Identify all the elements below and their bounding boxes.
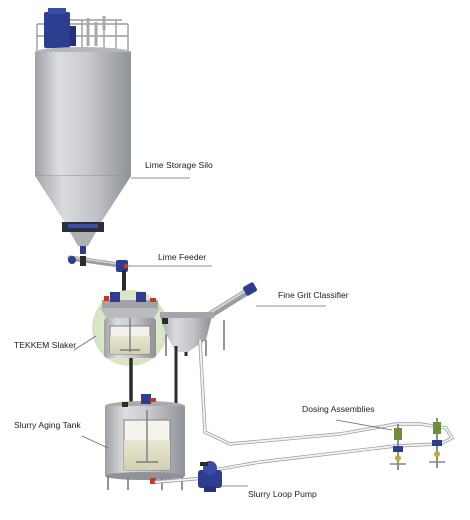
silo-outlet-cone bbox=[70, 232, 96, 246]
roof-vent-pipes bbox=[86, 16, 106, 46]
dosing-assembly-2 bbox=[429, 418, 445, 468]
dust-collector bbox=[44, 8, 76, 48]
dosing-leader-line bbox=[335, 419, 393, 431]
slurry-loop-pump bbox=[198, 461, 222, 492]
slurry-aging-tank bbox=[105, 394, 185, 490]
lime-storage-silo bbox=[35, 8, 131, 254]
label-fine-grit-classifier: Fine Grit Classifier bbox=[278, 290, 349, 300]
label-slurry-loop-pump: Slurry Loop Pump bbox=[248, 489, 317, 499]
feeder-drop-pipe bbox=[122, 270, 126, 296]
fine-grit-classifier bbox=[160, 282, 257, 356]
silo-cone bbox=[35, 176, 131, 224]
label-lime-storage-silo: Lime Storage Silo bbox=[145, 160, 213, 170]
label-slurry-aging-tank: Slurry Aging Tank bbox=[14, 420, 81, 430]
silo-body bbox=[35, 52, 131, 176]
lime-feeder bbox=[67, 255, 129, 272]
slaker-leader-line bbox=[73, 335, 97, 351]
aging-tank-leader-line bbox=[81, 435, 109, 449]
tekkem-slaker bbox=[92, 290, 168, 366]
label-tekkem-slaker: TEKKEM Slaker bbox=[14, 340, 76, 350]
dosing-assembly-1 bbox=[390, 424, 406, 470]
label-lime-feeder: Lime Feeder bbox=[158, 252, 206, 262]
label-dosing-assemblies: Dosing Assemblies bbox=[302, 404, 375, 414]
